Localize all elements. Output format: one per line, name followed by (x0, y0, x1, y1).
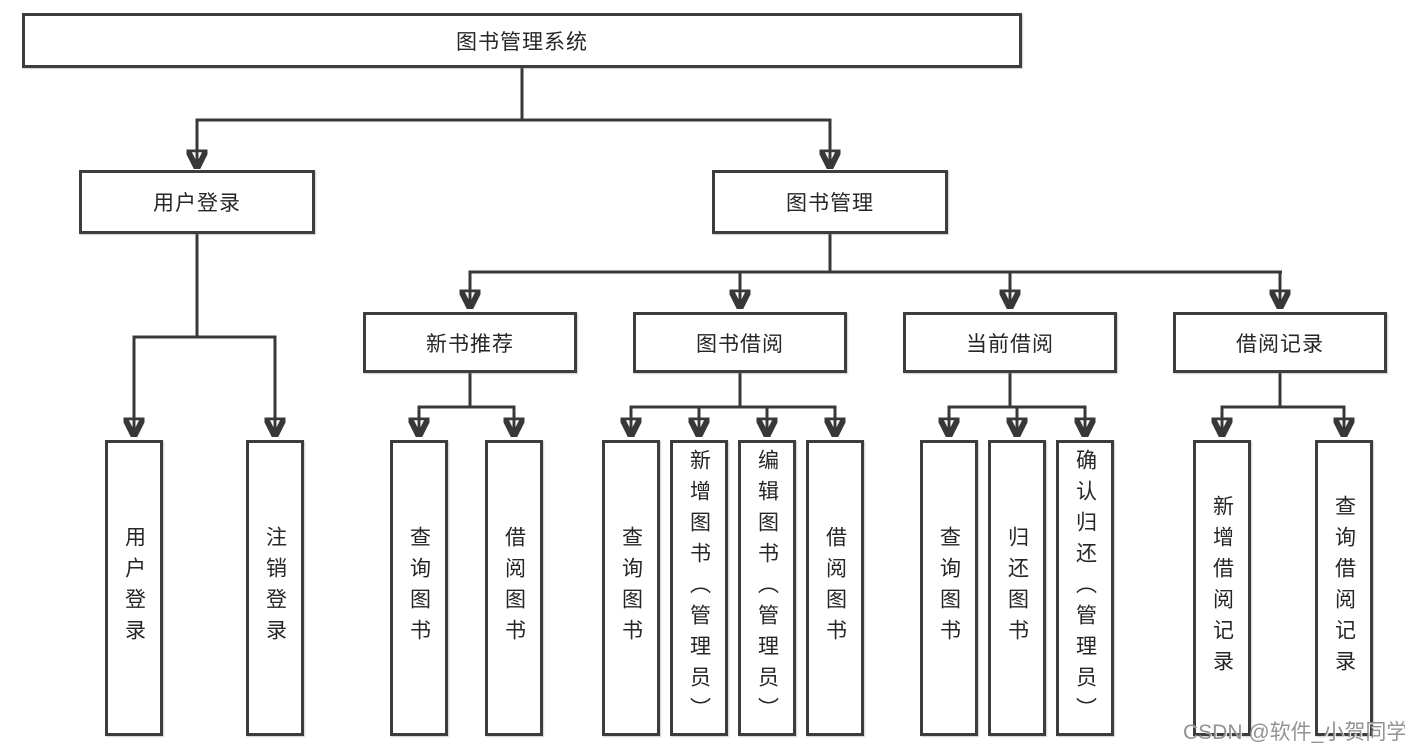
node-label: 借阅记录 (1236, 332, 1324, 356)
node-label: 图书管理系统 (456, 30, 588, 54)
leaf-return-books: 归还图书 (988, 440, 1046, 736)
leaf-label: 查询图书 (619, 526, 643, 650)
leaf-label: 新增图书（管理员） (687, 448, 711, 728)
node-label: 用户登录 (153, 192, 241, 215)
node-library-management-system: 图书管理系统 (22, 13, 1022, 68)
leaf-logout: 注销登录 (246, 440, 304, 736)
leaf-label: 归还图书 (1005, 526, 1029, 650)
leaf-borrow-books: 借阅图书 (806, 440, 864, 736)
leaf-label: 查询图书 (407, 526, 431, 650)
node-label: 图书管理 (786, 192, 874, 215)
node-label: 图书借阅 (696, 332, 784, 356)
leaf-confirm-return-admin: 确认归还（管理员） (1056, 440, 1114, 736)
leaf-user-login: 用户登录 (105, 440, 163, 736)
leaf-label: 查询图书 (937, 526, 961, 650)
leaf-query-books-current: 查询图书 (920, 440, 978, 736)
leaf-borrow-books-recommendation: 借阅图书 (485, 440, 543, 736)
leaf-label: 用户登录 (122, 526, 146, 650)
leaf-label: 借阅图书 (823, 526, 847, 650)
leaf-label: 新增借阅记录 (1210, 495, 1234, 681)
node-book-borrowing: 图书借阅 (633, 312, 847, 373)
node-label: 新书推荐 (426, 332, 514, 356)
node-current-borrowing: 当前借阅 (903, 312, 1117, 373)
leaf-label: 确认归还（管理员） (1073, 448, 1097, 728)
leaf-label: 编辑图书（管理员） (755, 448, 779, 728)
node-label: 当前借阅 (966, 332, 1054, 356)
leaf-label: 查询借阅记录 (1332, 495, 1356, 681)
leaf-add-books-admin: 新增图书（管理员） (670, 440, 728, 736)
leaf-edit-books-admin: 编辑图书（管理员） (738, 440, 796, 736)
node-user-login: 用户登录 (79, 170, 315, 234)
node-borrowing-records: 借阅记录 (1173, 312, 1387, 373)
leaf-query-borrow-record: 查询借阅记录 (1315, 440, 1373, 736)
leaf-query-books-recommendation: 查询图书 (390, 440, 448, 736)
node-book-management: 图书管理 (712, 170, 948, 234)
leaf-add-borrow-record: 新增借阅记录 (1193, 440, 1251, 736)
node-new-book-recommendation: 新书推荐 (363, 312, 577, 373)
leaf-label: 注销登录 (263, 526, 287, 650)
csdn-watermark: CSDN @软件_小贺同学 (1183, 721, 1405, 744)
leaf-label: 借阅图书 (502, 526, 526, 650)
leaf-query-books-borrowing: 查询图书 (602, 440, 660, 736)
